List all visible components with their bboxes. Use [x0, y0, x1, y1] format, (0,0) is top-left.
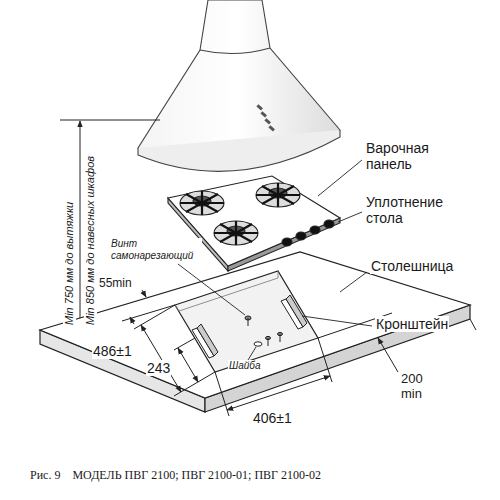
dimension: 406±1 — [252, 410, 293, 426]
part-name: Варочная панель — [365, 140, 457, 172]
figure-caption: Рис. 9 МОДЕЛЬ ПВГ 2100; ПВГ 2100-01; ПВГ… — [30, 468, 321, 483]
dimension-note: Min 850 мм до навесных шкафов — [84, 155, 97, 326]
part-name: Уплотнение стола — [365, 194, 462, 226]
part-name: Столешница — [370, 258, 454, 274]
dimension: 486±1 — [92, 343, 133, 359]
dimension-note: Min 750 мм до вытяжки — [63, 201, 76, 326]
cooker-hood — [138, 0, 340, 171]
part-name: Винт самонарезающий — [110, 238, 202, 261]
dimension: 243 — [146, 360, 171, 376]
cutout-dimensions — [122, 290, 476, 416]
countertop — [40, 252, 470, 412]
leader-lines — [178, 160, 372, 360]
dimension: 55min — [98, 277, 133, 291]
dimension: 200 min — [400, 372, 432, 402]
part-name: Кронштейн — [375, 316, 449, 332]
part-name: Шайба — [228, 360, 262, 372]
brackets — [192, 295, 307, 358]
